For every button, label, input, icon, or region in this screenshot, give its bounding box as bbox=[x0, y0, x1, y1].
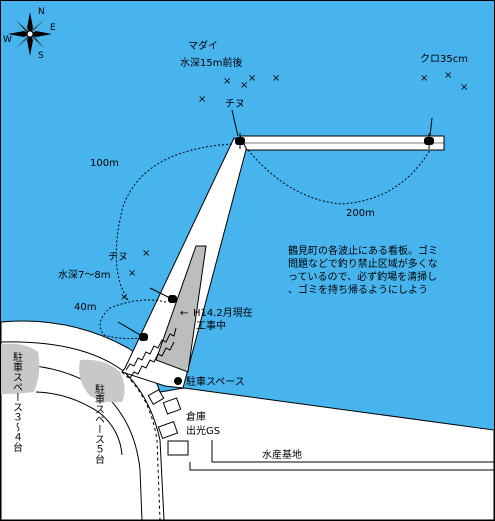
construction-line-2: 工事中 bbox=[196, 319, 226, 332]
lamp-icon bbox=[168, 295, 177, 303]
road-divider bbox=[35, 391, 123, 456]
label-gas-station: 出光GS bbox=[186, 424, 220, 437]
notice-line-2: 問題などで釣り禁止区域が多くな bbox=[288, 257, 438, 270]
label-parking-5: 駐車スペース５台 bbox=[93, 383, 105, 465]
fish-spot-markers: × × × × × × × × × × × bbox=[120, 70, 468, 303]
label-fishery-base: 水産基地 bbox=[262, 448, 302, 461]
distance-40m: 40m bbox=[74, 302, 96, 313]
distance-200m: 200m bbox=[346, 208, 375, 219]
label-madai: マダイ bbox=[188, 39, 218, 52]
label-depth-7-8m: 水深7～8m bbox=[58, 269, 110, 281]
building bbox=[162, 397, 182, 415]
label-depth-15m: 水深15m前後 bbox=[180, 56, 242, 69]
label-warehouse: 倉庫 bbox=[186, 410, 206, 423]
lamp-icon bbox=[424, 133, 434, 149]
fish-spot-mark: × bbox=[223, 76, 231, 87]
label-kuro: クロ35cm bbox=[420, 53, 468, 65]
breakwater-construction bbox=[155, 245, 207, 373]
compass-w: W bbox=[3, 35, 12, 45]
notice-line-3: っているので、必ず釣場を清掃し bbox=[288, 270, 437, 283]
tetrapod-strip-2 bbox=[129, 341, 175, 379]
parking-area-5 bbox=[79, 359, 125, 403]
road-dashed-edge bbox=[121, 371, 161, 521]
label-parking: 駐車スペース bbox=[186, 375, 245, 388]
fish-spot-mark: × bbox=[248, 73, 256, 84]
fish-spot-mark: × bbox=[272, 73, 280, 84]
fish-spot-mark: × bbox=[444, 70, 452, 81]
pointer-line bbox=[231, 109, 239, 137]
gas-station-building bbox=[167, 440, 189, 456]
road-edge-outer bbox=[0, 341, 165, 521]
construction-line-1: H14.2月現在 bbox=[193, 307, 253, 319]
notice-line-4: 、ゴミを持ち帰るようにしよう bbox=[288, 283, 428, 296]
fish-spot-mark: × bbox=[198, 94, 206, 105]
fish-spot-mark: × bbox=[128, 268, 136, 279]
distance-100m: 100m bbox=[90, 158, 119, 169]
fish-spot-mark: × bbox=[120, 292, 128, 303]
parking-area-3-4 bbox=[1, 343, 40, 394]
arc-40m bbox=[99, 299, 167, 340]
arc-200m bbox=[247, 149, 431, 205]
tetrapod-strip bbox=[125, 327, 177, 371]
fish-spot-mark: × bbox=[142, 248, 150, 259]
building bbox=[147, 388, 165, 406]
lamp-icon bbox=[139, 333, 148, 341]
arrow-icon: ← bbox=[180, 308, 188, 319]
compass-n: N bbox=[38, 7, 45, 17]
label-chinu-top: チヌ bbox=[225, 98, 245, 110]
pointer-line bbox=[117, 321, 143, 337]
building bbox=[157, 420, 179, 440]
fish-spot-mark: × bbox=[420, 73, 428, 84]
label-chinu-mid: チヌ bbox=[108, 251, 128, 263]
pointer-line bbox=[429, 117, 433, 137]
compass-s: S bbox=[38, 51, 44, 61]
compass-e: E bbox=[50, 23, 56, 33]
fishery-road bbox=[211, 440, 494, 463]
pointer-line bbox=[149, 287, 171, 299]
parking-marker-icon bbox=[174, 377, 182, 385]
notice-line-1: 鶴見町の各波止にある看板。ゴミ bbox=[288, 244, 438, 257]
lamp-icon bbox=[235, 133, 245, 149]
label-parking-3-4: 駐車スペース３～４台 bbox=[11, 351, 23, 453]
fishery-road-2 bbox=[189, 462, 494, 471]
compass-icon bbox=[8, 12, 52, 56]
fish-spot-mark: × bbox=[240, 80, 248, 91]
fish-spot-mark: × bbox=[460, 82, 468, 93]
arc-100m bbox=[115, 143, 233, 301]
